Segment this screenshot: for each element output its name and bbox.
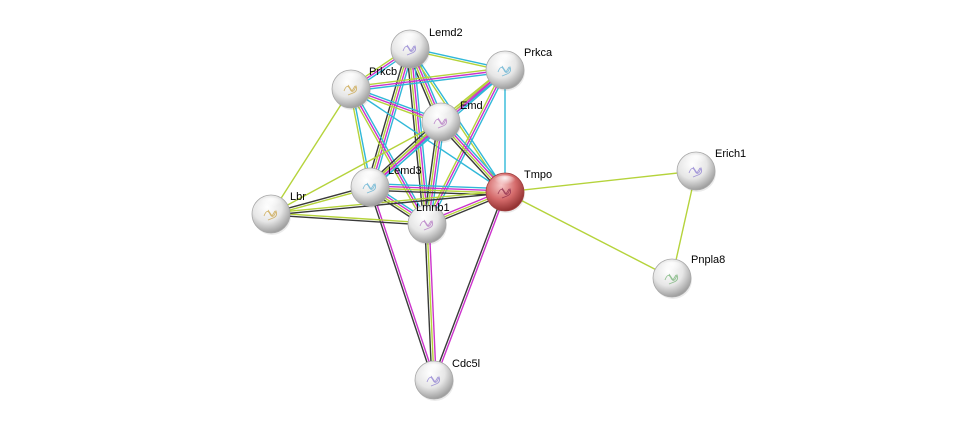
edge-line-olive xyxy=(271,212,428,224)
node-highlight xyxy=(429,105,453,119)
edge-tmpo-pnpla8[interactable] xyxy=(504,191,673,279)
edge-line-cyan xyxy=(372,49,414,189)
node-label: Lmnb1 xyxy=(416,202,450,214)
edge-lbr-lmnb1[interactable] xyxy=(270,212,428,226)
node-highlight xyxy=(660,261,684,275)
node-tmpo[interactable]: Tmpo xyxy=(485,169,552,213)
edge-line-black xyxy=(270,214,427,226)
protein-structure-icon xyxy=(419,219,434,231)
node-highlight xyxy=(358,170,382,184)
node-label: Lbr xyxy=(290,191,306,203)
edge-line-cyan xyxy=(352,87,430,224)
edge-lemd2-lemd3[interactable] xyxy=(366,47,414,189)
protein-structure-icon xyxy=(497,65,512,77)
edge-line-magenta xyxy=(434,192,507,381)
node-lmnb1[interactable]: Lmnb1 xyxy=(407,202,450,245)
edge-line-olive xyxy=(270,121,442,215)
node-cdc5l[interactable]: Cdc5l xyxy=(414,358,480,401)
node-lemd3[interactable]: Lemd3 xyxy=(350,165,422,208)
edge-prkcb-tmpo[interactable] xyxy=(350,88,506,193)
edge-line-magenta xyxy=(370,49,412,188)
edge-prkca-prkcb[interactable] xyxy=(350,67,506,92)
node-highlight xyxy=(684,154,708,168)
edge-line-cyan xyxy=(370,183,506,190)
node-label: Tmpo xyxy=(524,169,552,181)
protein-structure-icon xyxy=(402,44,417,56)
edge-line-black xyxy=(369,189,505,196)
node-pnpla8[interactable]: Pnpla8 xyxy=(652,254,725,299)
protein-structure-icon xyxy=(664,273,679,285)
node-label: Prkcb xyxy=(369,66,397,78)
edge-line-cyan xyxy=(351,71,506,92)
edge-lemd3-tmpo[interactable] xyxy=(369,183,506,196)
protein-structure-icon xyxy=(433,117,448,129)
edge-line-olive xyxy=(408,49,427,225)
edge-tmpo-cdc5l[interactable] xyxy=(432,191,507,381)
protein-structure-icon xyxy=(497,187,512,199)
node-highlight xyxy=(422,363,446,377)
node-erich1[interactable]: Erich1 xyxy=(676,148,746,192)
protein-structure-icon xyxy=(263,209,278,221)
node-label: Prkca xyxy=(524,47,553,59)
edge-lmnb1-cdc5l[interactable] xyxy=(424,223,437,381)
edge-line-olive xyxy=(504,191,673,279)
node-highlight xyxy=(415,207,439,221)
edge-prkcb-lbr[interactable] xyxy=(270,88,352,215)
node-label: Erich1 xyxy=(715,148,746,160)
edge-line-black xyxy=(406,49,425,225)
edge-line-black xyxy=(424,224,433,381)
edge-line-olive xyxy=(270,88,352,215)
edge-line-black xyxy=(366,47,408,187)
edge-line-black xyxy=(271,192,506,216)
edge-tmpo-erich1[interactable] xyxy=(504,170,697,193)
node-label: Cdc5l xyxy=(452,358,480,370)
edge-line-olive xyxy=(368,48,410,187)
node-label: Lemd2 xyxy=(429,27,463,39)
edge-line-olive xyxy=(426,223,435,381)
edge-line-black xyxy=(432,191,505,380)
edge-line-olive xyxy=(504,170,697,193)
edge-line-olive xyxy=(350,67,505,88)
edge-emd-lbr[interactable] xyxy=(270,121,442,215)
edge-line-olive xyxy=(270,190,505,214)
node-prkca[interactable]: Prkca xyxy=(485,47,553,91)
node-label: Lemd3 xyxy=(388,165,422,177)
node-highlight xyxy=(339,72,363,86)
protein-structure-icon xyxy=(688,166,703,178)
edge-line-cyan xyxy=(350,88,506,193)
node-highlight xyxy=(493,175,517,189)
node-label: Emd xyxy=(460,100,483,112)
edge-line-magenta xyxy=(428,223,437,380)
node-lbr[interactable]: Lbr xyxy=(251,191,306,235)
node-label: Pnpla8 xyxy=(691,254,725,266)
node-highlight xyxy=(493,53,517,67)
edge-lbr-tmpo[interactable] xyxy=(270,190,506,216)
node-lemd2[interactable]: Lemd2 xyxy=(390,27,463,70)
node-highlight xyxy=(398,32,422,46)
edge-line-olive xyxy=(369,187,505,194)
node-emd[interactable]: Emd xyxy=(421,100,483,143)
edge-line-magenta xyxy=(370,186,436,380)
edge-line-olive xyxy=(348,89,426,226)
edge-line-magenta xyxy=(370,185,506,192)
protein-structure-icon xyxy=(343,84,358,96)
protein-structure-icon xyxy=(362,182,377,194)
node-highlight xyxy=(259,197,283,211)
edge-line-magenta xyxy=(350,69,506,90)
protein-structure-icon xyxy=(426,375,441,387)
node-prkcb[interactable]: Prkcb xyxy=(331,66,397,110)
